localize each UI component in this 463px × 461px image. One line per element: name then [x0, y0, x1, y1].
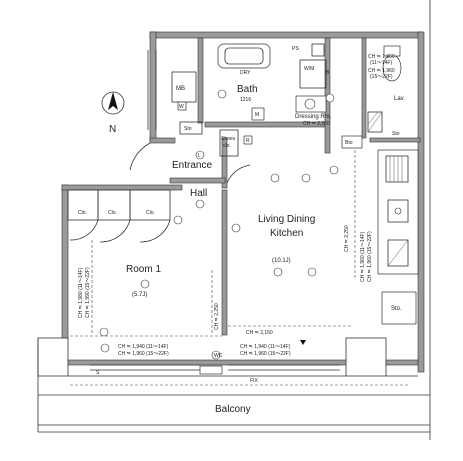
window-sashes: [90, 50, 340, 371]
kitchen-sto-label: Sto.: [391, 306, 402, 312]
wm-label: W/M: [304, 66, 314, 72]
w-marker: W: [179, 104, 184, 110]
lav-ch-3: CH ≒ 1,960: [368, 68, 395, 74]
room-1-size: (5.7J): [132, 292, 147, 298]
shoes-label: Shoes: [221, 136, 236, 142]
ldk-size: (10.1J): [272, 258, 291, 264]
cooktop-icon: [385, 155, 409, 183]
ldk-label-1: Living Dining: [258, 214, 315, 225]
dressing-ch: CH ≒ 2,200: [303, 121, 330, 127]
closet-3-label: Clo.: [146, 210, 155, 216]
room-1-ch-side-b: CH ≒ 1,990 (15～22F): [85, 267, 91, 318]
room-1-light-icon: [140, 279, 150, 289]
ps-label: PS: [292, 46, 299, 52]
north-arrow-icon: [108, 92, 118, 110]
room-1-ch-bottom-b: CH ≒ 1,960 (15～22F): [118, 351, 169, 357]
ldk-label-2: Kitchen: [270, 228, 303, 239]
room-1-ch-bottom-a: CH ≒ 1,940 (11～14F): [118, 344, 169, 350]
kitchen-ch-c: CH ≒ 1,960 (15～22F): [367, 231, 373, 282]
closets: Clo. Clo. Clo.: [67, 189, 171, 243]
entrance-label: Entrance: [172, 160, 212, 171]
dressing-label: Dressing Rm.: [295, 114, 332, 120]
dry-label: DRY: [240, 70, 251, 76]
center-ceiling: CH ≒ 2,250: [211, 270, 220, 335]
lav-room: Lav. CH ≒ 1,960 (11～14F) CH ≒ 1,960 (15～…: [367, 45, 405, 137]
mb-room: MB W: [171, 71, 197, 111]
closet-2-label: Clo.: [108, 210, 117, 216]
lav-label: Lav.: [394, 96, 405, 102]
bath-label: Bath: [237, 84, 258, 95]
kitchen-area: Bto CH ≒ 2,250 CH ≒ 1,960 (11～14F) CH ≒ …: [341, 135, 419, 325]
bathtub: [217, 43, 271, 69]
bto-label: Bto: [345, 140, 353, 146]
wc-marker: WC: [214, 353, 223, 359]
ldk-ch-bottom-b: CH ≒ 1,960 (15～22F): [240, 351, 291, 357]
ldk-door-swing: [226, 164, 251, 184]
room-1: Room 1 (5.7J) CH ≒ 1,980 (11～14F) CH ≒ 1…: [70, 215, 222, 357]
balcony-area: Balcony FIX: [37, 338, 430, 433]
north-arrow: N: [101, 91, 125, 135]
room-1-label: Room 1: [126, 264, 161, 275]
bath-light-icon: [217, 89, 227, 99]
mb-label: MB: [176, 86, 185, 92]
lav-ch-1: CH ≒ 1,960: [368, 54, 395, 60]
bath-size: 1216: [240, 97, 251, 103]
hall-area: Hall: [190, 164, 251, 209]
kitchen-ch-b: CH ≒ 1,960 (11～14F): [360, 231, 366, 282]
kitchen-storage: [381, 291, 417, 325]
center-ch: CH ≒ 2,250: [214, 303, 220, 330]
ldk-room: Living Dining Kitchen (10.1J) CH ≒ 2,150…: [228, 165, 352, 357]
ldk-ch-bottom-a: CH ≒ 1,940 (11～14F): [240, 344, 291, 350]
balcony-label: Balcony: [215, 404, 251, 415]
balcony-step: [199, 365, 223, 375]
misc-markers: L WC S B: [96, 70, 330, 376]
north-label: N: [109, 124, 116, 135]
l-marker: L: [198, 153, 201, 159]
entrance-door-swing: [129, 142, 151, 171]
ldk-ch-bottom: CH ≒ 2,150: [246, 330, 273, 336]
hall-label: Hall: [190, 188, 207, 199]
m-marker: M: [255, 112, 259, 118]
b-marker: B: [326, 70, 330, 76]
lav-sto-label: Sto: [392, 131, 400, 137]
closet-1-label: Clo.: [78, 210, 87, 216]
fix-label: FIX: [250, 378, 258, 384]
room-1-ch-side-a: CH ≒ 1,980 (11～14F): [78, 267, 84, 318]
structural-walls: [37, 0, 431, 440]
r-marker: R: [246, 138, 250, 144]
bath-room: DRY Bath 1216 M: [217, 43, 271, 121]
s-marker: S: [96, 370, 100, 376]
hall-light-icon: [195, 150, 205, 160]
kitchen-sink-icon: [387, 199, 409, 223]
lav-ch-2: (11～14F): [370, 60, 392, 66]
shoes-clo-label: clo.: [223, 143, 231, 149]
kitchen-ch-a: CH ≒ 2,250: [344, 225, 350, 252]
dressing-room: PS W/M Dressing Rm. CH ≒ 2,200: [292, 43, 335, 127]
entrance-area: Sto Shoes clo. Entrance R: [129, 121, 253, 171]
lav-ch-4: (15～22F): [370, 74, 393, 80]
sink-icon: [304, 98, 316, 110]
entrance-sto-label: Sto: [184, 126, 192, 132]
